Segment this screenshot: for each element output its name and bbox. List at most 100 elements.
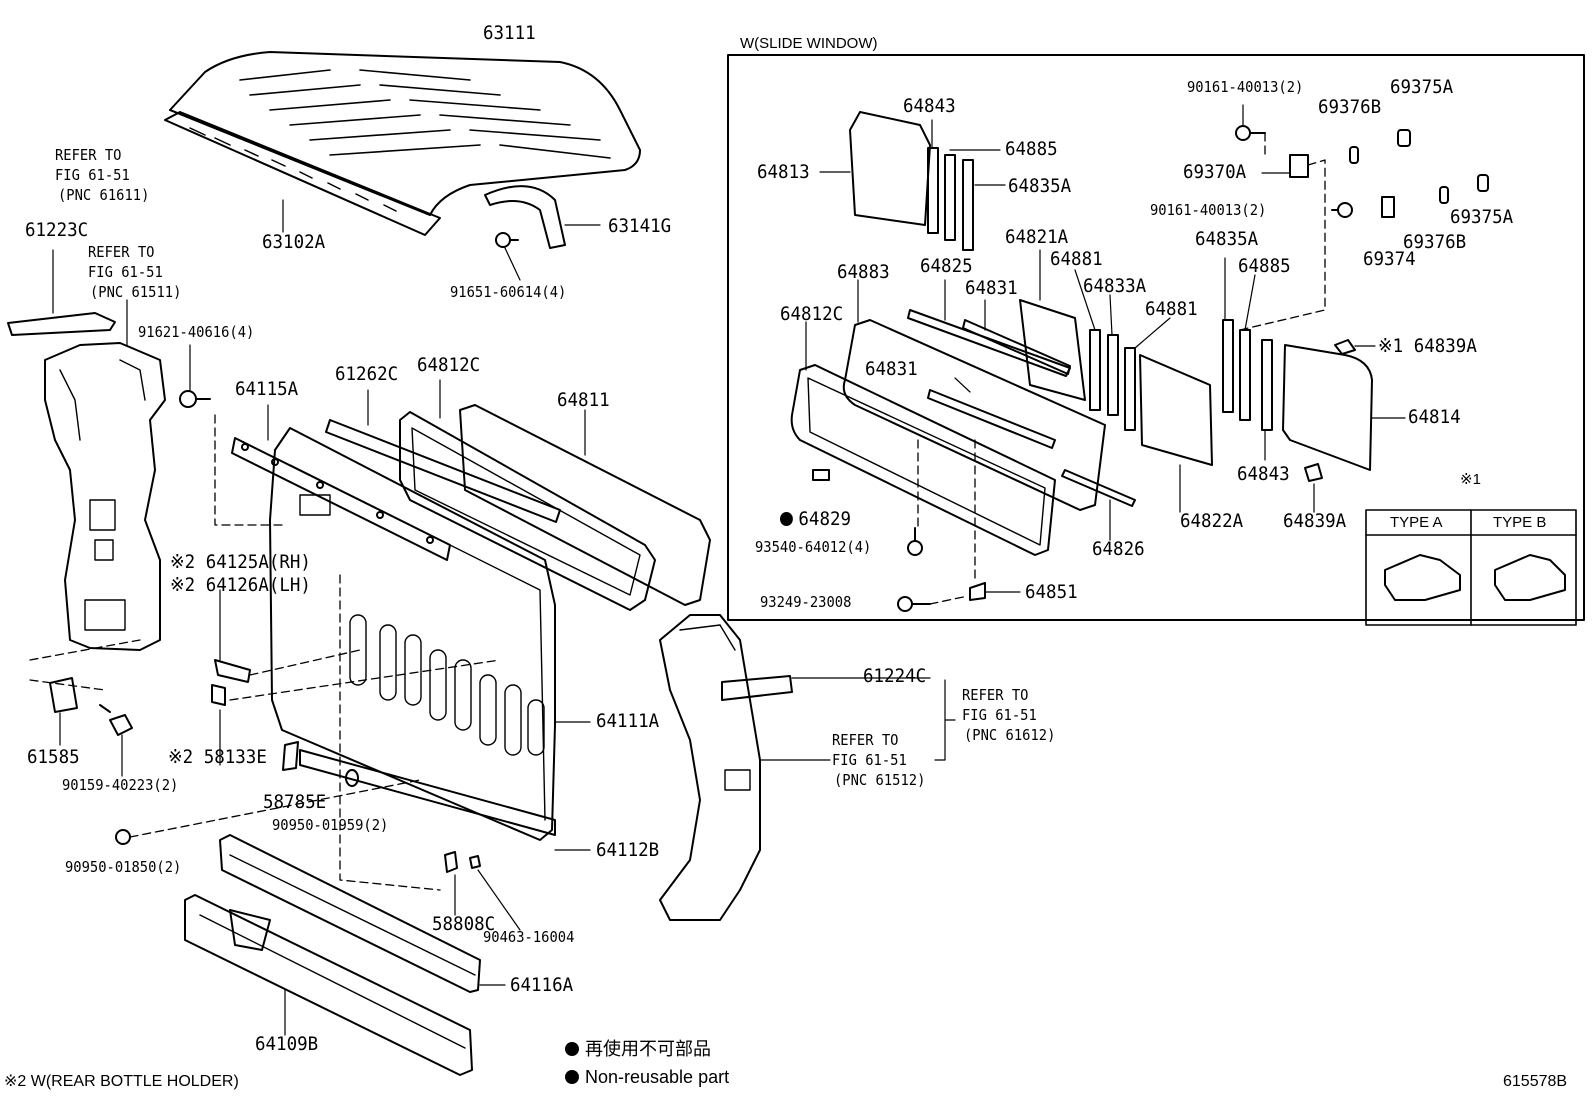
label-63141G: 63141G xyxy=(608,215,672,237)
bolt-91621 xyxy=(179,390,211,408)
refer-4-line3: (PNC 61512) xyxy=(834,771,926,789)
clip-58808C xyxy=(444,851,458,873)
label-64109B: 64109B xyxy=(255,1033,319,1055)
legend-jp: 再使用不可部品 xyxy=(565,1040,711,1058)
crossmember-64109B xyxy=(184,894,473,1076)
glass-64822A xyxy=(1139,354,1213,466)
label-64831-b: 64831 xyxy=(865,358,918,380)
type-box-mark: ※1 xyxy=(1460,471,1481,488)
label-69374: 69374 xyxy=(1363,248,1416,270)
seal-64881a xyxy=(1089,329,1101,411)
rail-64115A xyxy=(231,437,451,561)
bolt-90161-b xyxy=(1331,202,1353,218)
label-64813: 64813 xyxy=(757,161,810,183)
pillar-right xyxy=(659,614,761,921)
seal-64833A xyxy=(1107,334,1119,416)
legend-en: Non-reusable part xyxy=(565,1068,729,1086)
refer-3-line3: (PNC 61612) xyxy=(964,726,1056,744)
label-91651: 91651-60614(4) xyxy=(450,283,567,301)
glass-64813 xyxy=(849,111,931,226)
type-b-label: TYPE B xyxy=(1493,514,1547,531)
part-64829 xyxy=(812,469,830,481)
label-61262C: 61262C xyxy=(335,363,399,385)
label-90161-a: 90161-40013(2) xyxy=(1187,78,1304,96)
rail-64116A xyxy=(219,834,481,993)
label-64814: 64814 xyxy=(1408,406,1461,428)
label-58785E: 58785E xyxy=(263,791,327,813)
rail-61223C xyxy=(7,312,116,336)
slide-window-frame xyxy=(727,54,1585,621)
label-64126A: ※2 64126A(LH) xyxy=(170,574,311,596)
seal-61262C xyxy=(325,419,561,523)
legend-dot-jp xyxy=(565,1042,579,1056)
clip-64851 xyxy=(969,582,986,601)
label-64812C-sw: 64812C xyxy=(780,303,844,325)
clip-90463 xyxy=(469,855,481,869)
rail-64826 xyxy=(1061,469,1136,507)
label-64822A: 64822A xyxy=(1180,510,1244,532)
seal-64881b xyxy=(1124,347,1136,431)
label-64839A-a: ※1 64839A xyxy=(1378,335,1477,357)
label-61585: 61585 xyxy=(27,746,80,768)
label-64811: 64811 xyxy=(557,389,610,411)
part-58785E xyxy=(282,741,299,771)
weatherstrip-64812C xyxy=(399,411,656,611)
weatherstrip-64812C-sw xyxy=(790,364,1056,556)
rail-64831b xyxy=(927,389,1056,449)
label-64115A: 64115A xyxy=(235,378,299,400)
label-69370A: 69370A xyxy=(1183,161,1247,183)
label-90463: 90463-16004 xyxy=(483,928,575,946)
refer-2-line2: FIG 61-51 xyxy=(88,263,163,281)
label-64829: 64829 xyxy=(780,510,851,529)
rail-64825 xyxy=(907,309,1071,377)
bracket-64126A xyxy=(211,684,226,706)
cap-69375A-a xyxy=(1397,129,1411,147)
label-64885-a: 64885 xyxy=(1005,138,1058,160)
bolt-90950-01850 xyxy=(115,829,131,845)
type-a-label: TYPE A xyxy=(1390,514,1443,531)
strip-64112B xyxy=(299,749,556,836)
non-reusable-dot xyxy=(780,512,793,526)
back-panel-64111A xyxy=(269,427,556,841)
label-64826: 64826 xyxy=(1092,538,1145,560)
bolt-91651 xyxy=(495,232,519,248)
clip-64839A-b xyxy=(1304,463,1323,482)
rail-64831a xyxy=(962,319,1071,375)
label-90159: 90159-40223(2) xyxy=(62,776,179,794)
label-64833A: 64833A xyxy=(1083,275,1147,297)
screw-93249 xyxy=(897,596,931,612)
label-69375A-b: 69375A xyxy=(1450,206,1514,228)
seal-64885a xyxy=(944,154,956,241)
refer-4-line2: FIG 61-51 xyxy=(832,751,907,769)
label-90950-01959: 90950-01959(2) xyxy=(272,816,389,834)
label-61224C: 61224C xyxy=(863,665,927,687)
label-69376B-a: 69376B xyxy=(1318,96,1382,118)
footnote: ※2 W(REAR BOTTLE HOLDER) xyxy=(4,1073,239,1090)
legend-en-text: Non-reusable part xyxy=(585,1067,730,1087)
seal-64835Ab xyxy=(1222,319,1234,413)
glass-64811 xyxy=(459,404,711,606)
label-64881-a: 64881 xyxy=(1050,248,1103,270)
label-91621: 91621-40616(4) xyxy=(138,323,255,341)
pillar-left xyxy=(44,342,166,651)
label-64885-b: 64885 xyxy=(1238,255,1291,277)
refer-3-line1: REFER TO xyxy=(962,686,1029,704)
type-b-shape xyxy=(1494,554,1566,601)
slide-window-header: W(SLIDE WINDOW) xyxy=(740,35,878,52)
rail-61224C xyxy=(721,675,793,701)
label-69376B-b: 69376B xyxy=(1403,231,1467,253)
label-64851: 64851 xyxy=(1025,581,1078,603)
label-64835A-a: 64835A xyxy=(1008,175,1072,197)
latch-69374 xyxy=(1381,196,1395,218)
label-69375A-a: 69375A xyxy=(1390,76,1454,98)
roof-rail-63102A xyxy=(164,111,441,236)
pin-69376B-b xyxy=(1439,186,1449,204)
roof-bow-63141G xyxy=(484,185,566,249)
refer-1-line1: REFER TO xyxy=(55,146,122,164)
refer-4-line1: REFER TO xyxy=(832,731,899,749)
label-64843-a: 64843 xyxy=(903,95,956,117)
glass-64814 xyxy=(1282,344,1373,471)
frame-64883 xyxy=(842,319,1106,511)
